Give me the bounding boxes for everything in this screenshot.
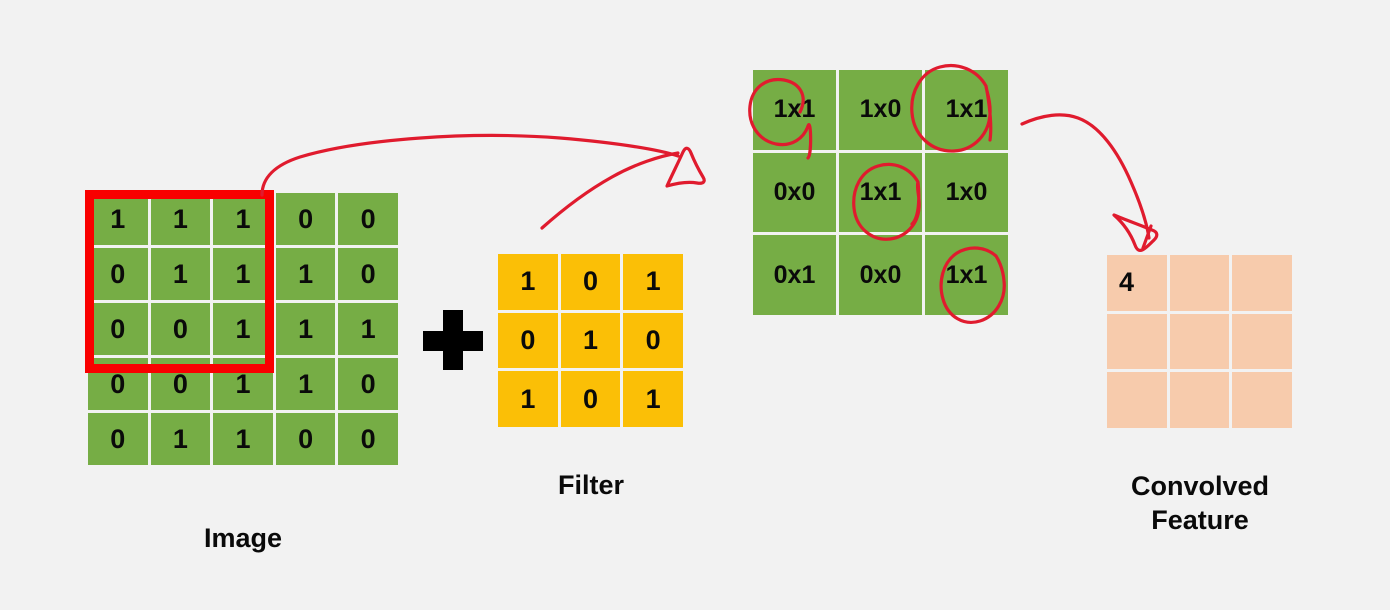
convolved-cell [1169, 313, 1230, 370]
filter-cell: 0 [560, 371, 621, 427]
image-cell: 1 [88, 193, 148, 245]
product-cell: 1x1 [925, 235, 1008, 315]
receptive-field-highlight-box [85, 190, 274, 373]
product-cell: 0x1 [753, 235, 836, 315]
filter-cell: 0 [623, 312, 683, 369]
convolved-feature-matrix-label: Convolved Feature [1130, 471, 1270, 535]
image-cell: 0 [338, 413, 398, 465]
image-cell: 1 [275, 303, 336, 355]
image-cell: 0 [275, 193, 336, 245]
convolved-cell [1169, 255, 1230, 311]
image-cell: 1 [150, 413, 211, 465]
convolved-cell [1169, 372, 1230, 428]
product-cell: 1x1 [753, 70, 836, 150]
product-cell: 0x0 [753, 152, 836, 233]
convolved-cell: 4 [1107, 255, 1167, 311]
product-cell: 1x0 [925, 152, 1008, 233]
filter-cell: 1 [498, 371, 558, 427]
image-cell: 1 [213, 303, 273, 355]
filter-cell: 1 [623, 254, 683, 310]
plus-icon-vertical-bar [443, 310, 463, 370]
convolved-cell [1232, 313, 1292, 370]
filter-matrix: 1 0 1 0 1 0 1 0 1 [498, 254, 683, 427]
image-cell: 0 [88, 413, 148, 465]
image-cell: 0 [275, 413, 336, 465]
image-cell: 0 [338, 248, 398, 300]
image-cell: 1 [275, 248, 336, 300]
image-cell: 1 [150, 248, 211, 300]
image-cell: 0 [338, 358, 398, 410]
image-cell: 0 [150, 303, 211, 355]
filter-cell: 1 [498, 254, 558, 310]
plus-icon [423, 310, 483, 370]
image-cell: 0 [88, 303, 148, 355]
convolved-cell [1107, 372, 1167, 428]
image-cell: 1 [213, 248, 273, 300]
image-cell: 0 [338, 193, 398, 245]
convolved-cell [1232, 255, 1292, 311]
product-cell: 1x1 [925, 70, 1008, 150]
product-cell: 0x0 [839, 235, 922, 315]
image-cell: 1 [275, 358, 336, 410]
product-cell: 1x1 [839, 152, 922, 233]
filter-cell: 0 [498, 312, 558, 369]
image-cell: 1 [150, 193, 211, 245]
image-cell: 1 [213, 193, 273, 245]
product-to-output-arrow [1020, 113, 1159, 252]
filter-matrix-label: Filter [557, 470, 624, 500]
image-matrix: 1 1 1 0 0 0 1 1 1 0 0 0 1 1 1 0 0 1 1 0 … [88, 193, 398, 465]
image-matrix-label: Image [203, 523, 283, 553]
product-matrix: 1x1 1x0 1x1 0x0 1x1 1x0 0x1 0x0 1x1 [753, 70, 1008, 315]
convolved-feature-matrix: 4 [1107, 255, 1292, 428]
product-cell: 1x0 [839, 70, 922, 150]
convolved-cell [1232, 372, 1292, 428]
image-cell: 1 [338, 303, 398, 355]
convolved-cell [1107, 313, 1167, 370]
filter-cell: 1 [623, 371, 683, 427]
image-cell: 1 [213, 413, 273, 465]
image-cell: 0 [88, 248, 148, 300]
filter-cell: 1 [560, 312, 621, 369]
filter-cell: 0 [560, 254, 621, 310]
